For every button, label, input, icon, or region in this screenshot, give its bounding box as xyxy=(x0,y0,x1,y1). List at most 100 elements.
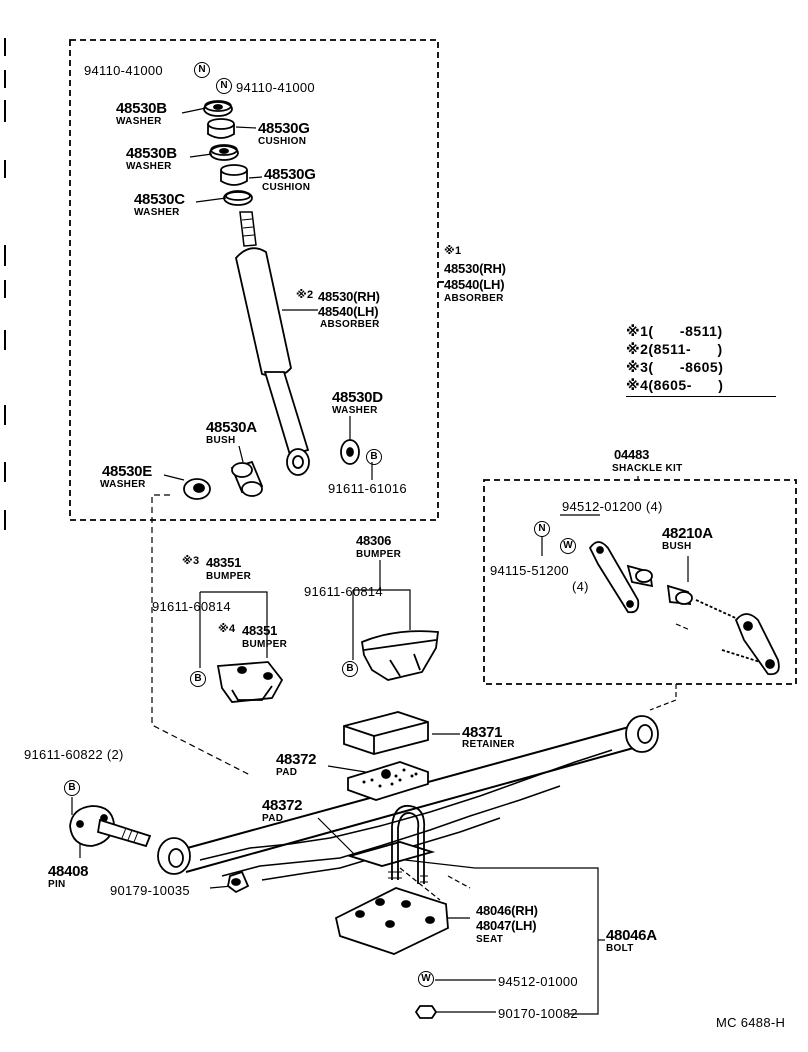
shackle-kit-name: SHACKLE KIT xyxy=(612,463,683,474)
bush-48210a-number: 48210A xyxy=(662,525,713,542)
washer-48530b-top xyxy=(203,100,233,117)
note-row-4: ※4(8605- ) xyxy=(626,378,776,397)
bolt-symbol-icon: B xyxy=(190,671,206,687)
absorber-2-name: ABSORBER xyxy=(320,319,380,330)
shock-absorber xyxy=(235,211,310,476)
note-row-1: ※1( -8511) xyxy=(626,323,723,339)
washer-94512-01200: 94512-01200 (4) xyxy=(562,499,663,514)
shackle-kit-number: 04483 xyxy=(614,447,650,462)
bolt-91611-60814-b: 91611-60814 xyxy=(304,584,383,599)
shackle-kit-box xyxy=(483,479,797,685)
bush-48530a xyxy=(230,460,264,497)
washer-94512-01000: 94512-01000 xyxy=(498,974,578,989)
pad-48372-top-name: PAD xyxy=(276,767,298,778)
washer-48530c-name: WASHER xyxy=(134,207,180,218)
bumper-4-marker: ※4 xyxy=(218,623,236,635)
washer-48530d-name: WASHER xyxy=(332,405,378,416)
pin-48408-name: PIN xyxy=(48,879,66,890)
bolt-91611-60822: 91611-60822 (2) xyxy=(24,747,124,762)
leader-lines xyxy=(71,107,691,1015)
absorber-1-marker: ※1 xyxy=(444,245,462,257)
nut-symbol-icon: N xyxy=(194,62,210,78)
absorber-48540-lh-1: 48540(LH) xyxy=(444,277,505,292)
bolt-symbol-icon: B xyxy=(366,449,382,465)
bumper-48351-b-name: BUMPER xyxy=(242,639,288,650)
washer-symbol-icon: W xyxy=(418,971,434,987)
washer-48530b-middle-name: WASHER xyxy=(126,161,172,172)
bolt-symbol-icon: B xyxy=(64,780,80,796)
bush-48530a-number: 48530A xyxy=(206,419,257,436)
bush-48210a-name: BUSH xyxy=(662,541,692,552)
spring-seat-48046 xyxy=(334,887,449,955)
drawing-code: MC 6488-H xyxy=(716,1015,786,1030)
bumper-48351-a-number: 48351 xyxy=(206,555,242,570)
bumper-48306 xyxy=(361,630,440,681)
washer-48530b-top-number: 48530B xyxy=(116,100,167,117)
retainer-48371-name: RETAINER xyxy=(462,739,515,750)
bumper-3-marker: ※3 xyxy=(182,555,200,567)
bumper-48306-number: 48306 xyxy=(356,533,392,548)
absorber-1-name: ABSORBER xyxy=(444,293,504,304)
washer-48530d-number: 48530D xyxy=(332,389,383,406)
nut-90179-10035: 90179-10035 xyxy=(110,883,190,898)
u-bolt-48046a-number: 48046A xyxy=(606,927,657,944)
washer-48530b-top-name: WASHER xyxy=(116,116,162,127)
bush-48530a-name: BUSH xyxy=(206,435,236,446)
pad-48372-bottom xyxy=(346,841,436,867)
cushion-48530g-bottom xyxy=(220,164,248,186)
bumper-48351 xyxy=(216,661,284,703)
seat-48047-lh: 48047(LH) xyxy=(476,918,537,933)
absorber-48530-rh-2: 48530(RH) xyxy=(318,289,380,304)
washer-48530b-middle-number: 48530B xyxy=(126,145,177,162)
washer-48530e xyxy=(183,478,211,500)
pad-48372-bottom-name: PAD xyxy=(262,813,284,824)
part-94110-second: 94110-41000 xyxy=(236,80,315,95)
nut-90170-10082: 90170-10082 xyxy=(498,1006,578,1021)
cushion-48530g-top-number: 48530G xyxy=(258,120,310,137)
bumper-48306-name: BUMPER xyxy=(356,549,402,560)
seat-name: SEAT xyxy=(476,934,504,945)
u-bolt-48046a xyxy=(388,804,428,884)
nut-symbol-icon: N xyxy=(534,521,550,537)
nut-94115-51200: 94115-51200 xyxy=(490,563,569,578)
absorber-2-marker: ※2 xyxy=(296,289,314,301)
washer-symbol-icon: W xyxy=(560,538,576,554)
pad-48372-top xyxy=(347,761,429,801)
shackle-pin-48408 xyxy=(69,805,152,848)
nut-90170 xyxy=(414,1005,438,1019)
pad-48372-top-number: 48372 xyxy=(276,751,317,768)
bolt-91611-60814-a: 91611-60814 xyxy=(152,599,231,614)
absorber-48530-rh-1: 48530(RH) xyxy=(444,261,506,276)
washer-48530b-middle xyxy=(209,144,239,161)
shackle-bush-bolts xyxy=(626,564,761,663)
pin-48408-number: 48408 xyxy=(48,863,89,880)
bolt-91611-61016: 91611-61016 xyxy=(328,481,407,496)
shackle-plate-rear xyxy=(734,613,780,676)
bolt-symbol-icon: B xyxy=(342,661,358,677)
nut-symbol-icon: N xyxy=(216,78,232,94)
nut-94115-51200-qty: (4) xyxy=(572,579,589,594)
nut-90179 xyxy=(227,870,250,894)
cushion-48530g-top-name: CUSHION xyxy=(258,136,307,147)
washer-48530c-number: 48530C xyxy=(134,191,185,208)
shackle-plate-front xyxy=(588,541,640,614)
bumper-48351-b-number: 48351 xyxy=(242,623,278,638)
absorber-assembly-box xyxy=(69,39,439,521)
part-94110-top: 94110-41000 xyxy=(84,63,163,78)
seat-48046-rh: 48046(RH) xyxy=(476,903,538,918)
bumper-48351-a-name: BUMPER xyxy=(206,571,252,582)
pad-48372-bottom-number: 48372 xyxy=(262,797,303,814)
cushion-48530g-top xyxy=(207,118,235,139)
retainer-48371 xyxy=(343,711,429,755)
absorber-48540-lh-2: 48540(LH) xyxy=(318,304,379,319)
washer-48530e-number: 48530E xyxy=(102,463,152,480)
cushion-48530g-bottom-name: CUSHION xyxy=(262,182,311,193)
washer-48530d xyxy=(340,439,360,465)
retainer-48371-number: 48371 xyxy=(462,724,503,741)
note-row-2: ※2(8511- ) xyxy=(626,341,723,357)
notes-list: ※1( -8511) ※2(8511- ) ※3( -8605) ※4(8605… xyxy=(626,324,776,397)
cushion-48530g-bottom-number: 48530G xyxy=(264,166,316,183)
u-bolt-48046a-name: BOLT xyxy=(606,943,634,954)
note-row-3: ※3( -8605) xyxy=(626,359,724,375)
